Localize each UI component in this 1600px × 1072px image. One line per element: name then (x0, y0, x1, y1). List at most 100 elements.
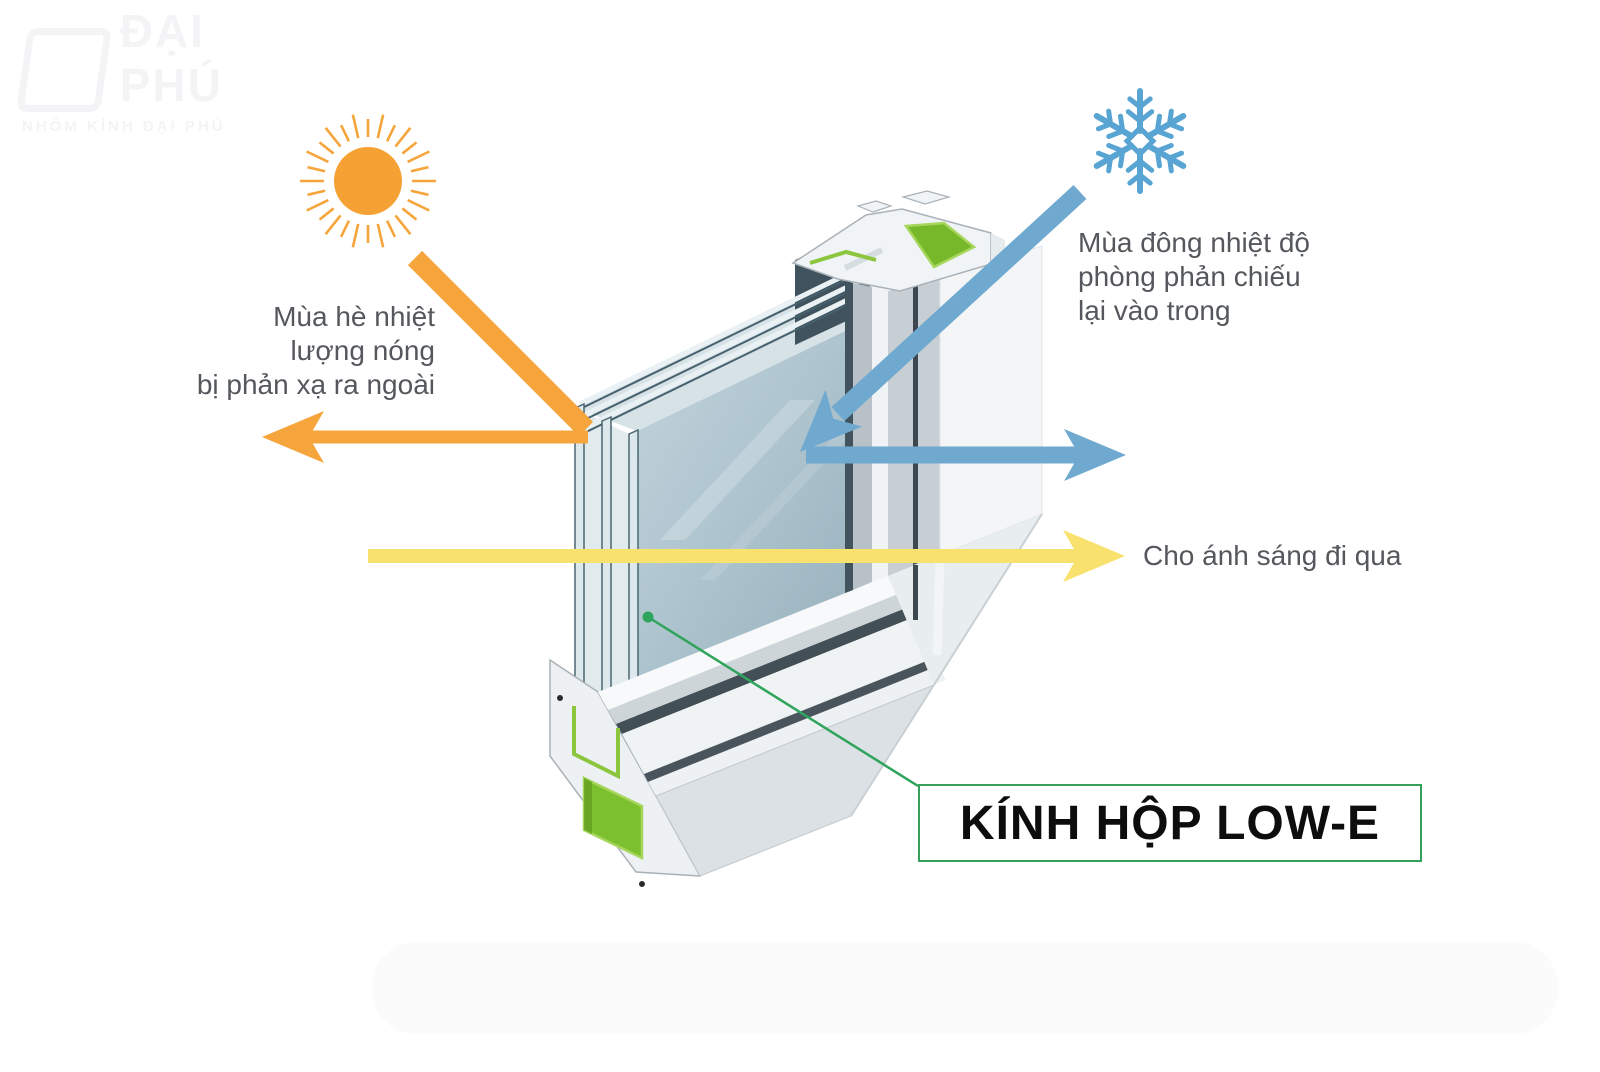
light-arrowhead (1063, 530, 1125, 582)
sill-gasket-groove (644, 658, 938, 782)
profile-tab (900, 190, 952, 205)
icon-stroke (339, 124, 351, 142)
icon-stroke (376, 114, 385, 139)
icon-stroke (339, 220, 351, 238)
pane-edge-line (579, 269, 867, 410)
background-band (372, 942, 1558, 1034)
light-label: Cho ánh sáng đi qua (1143, 540, 1402, 571)
glass-reflection (660, 400, 815, 540)
cut-wall-detail (843, 247, 884, 271)
sun-beam (407, 250, 594, 437)
summer-label: Mùa hè nhiệt lượng nóng bị phản xạ ra ng… (170, 300, 435, 402)
pane-edge-line (579, 295, 867, 436)
sill-band (622, 618, 934, 774)
summer-label-line: lượng nóng (290, 335, 435, 366)
head-green-chamber (903, 221, 977, 269)
icon-stroke (1145, 113, 1187, 139)
icon-stroke (1095, 121, 1114, 132)
snowflake-icon (1093, 88, 1187, 194)
icon-stroke (376, 223, 385, 248)
summer-label-line: Mùa hè nhiệt (273, 301, 435, 332)
icon-stroke (306, 150, 329, 164)
product-callout-box: KÍNH HỘP LOW-E (918, 784, 1422, 862)
summer-heat-arrow (262, 250, 594, 463)
winter-heat-arrow (800, 184, 1126, 481)
jamb-glazing-gasket (845, 281, 853, 593)
head-green-channel (809, 249, 877, 265)
sill-band (598, 576, 898, 710)
icon-stroke (351, 114, 360, 139)
pane-edge (578, 275, 868, 420)
icon-stroke (318, 207, 335, 221)
icon-stroke (1093, 113, 1135, 139)
reflect-arrowhead (1064, 429, 1126, 481)
icon-stroke (306, 198, 329, 212)
icon-stroke (385, 220, 397, 238)
winter-label-line: lại vào trong (1078, 295, 1231, 326)
icon-stroke (307, 189, 326, 197)
icon-stroke (1154, 142, 1174, 154)
sill-green-chamber-shade (584, 778, 592, 834)
screw-detail (557, 695, 563, 701)
icon-stroke (407, 198, 430, 212)
icon-stroke (394, 127, 412, 148)
sill-green-channel (572, 706, 620, 780)
miter-seam (850, 513, 1043, 817)
window-illustration (549, 190, 1043, 887)
head-profile-cut (791, 190, 1005, 292)
sill-gasket-groove (616, 608, 912, 734)
icon-stroke (401, 141, 418, 155)
icon-stroke (401, 207, 418, 221)
profile-tab (856, 200, 893, 213)
icon-stroke (1093, 143, 1135, 169)
pane-edge-line (579, 282, 867, 423)
icon-stroke (324, 127, 342, 148)
icon-stroke (1106, 155, 1114, 174)
icon-stroke (307, 165, 326, 173)
reflect-arrowhead (262, 411, 324, 463)
pane-left-edge (601, 415, 612, 713)
icon-stroke (324, 214, 342, 235)
cold-beam (831, 184, 1087, 422)
screw-detail (639, 881, 645, 887)
pane-edge (578, 262, 868, 407)
leader-line (642, 611, 919, 788)
icon-stroke (1137, 172, 1153, 186)
corner-highlight (932, 555, 945, 656)
icon-stroke (385, 124, 397, 142)
light-arrow (368, 530, 1125, 582)
jamb-bead-highlight (872, 287, 888, 582)
jamb-outer-face (939, 245, 1043, 556)
icon-stroke (1154, 113, 1163, 134)
icon-stroke (318, 141, 335, 155)
winter-label-line: phòng phản chiếu (1078, 261, 1301, 292)
glass-face (637, 320, 868, 694)
summer-label-line: bị phản xạ ra ngoài (196, 369, 435, 400)
jamb-gasket-groove (913, 286, 918, 565)
glass-unit (574, 224, 870, 726)
icon-stroke (394, 214, 412, 235)
brand-watermark: ĐẠI PHÚ NHÔM KÍNH ĐẠI PHÚ (16, 4, 322, 135)
winter-label-line: Mùa đông nhiệt độ (1078, 227, 1310, 258)
brand-title: ĐẠI PHÚ (119, 5, 223, 111)
icon-stroke (1166, 108, 1174, 127)
sill-band (608, 594, 906, 724)
pane-edge (578, 288, 868, 433)
icon-stroke (1127, 96, 1143, 110)
icon-stroke (351, 223, 360, 248)
product-name: KÍNH HỘP LOW-E (959, 796, 1381, 850)
brand-subtitle: NHÔM KÍNH ĐẠI PHÚ (22, 118, 226, 135)
cold-beam-arrowhead (800, 389, 863, 452)
icon-stroke (1166, 150, 1185, 161)
icon-stroke (1106, 128, 1126, 140)
icon-stroke (1145, 143, 1187, 169)
leader-dot (642, 611, 654, 623)
sill-band (648, 666, 946, 796)
glass-reflection (700, 425, 860, 580)
icon-stroke (1137, 158, 1155, 173)
icon-stroke (410, 165, 429, 173)
sun-icon (300, 114, 436, 248)
icon-stroke (1125, 109, 1143, 124)
